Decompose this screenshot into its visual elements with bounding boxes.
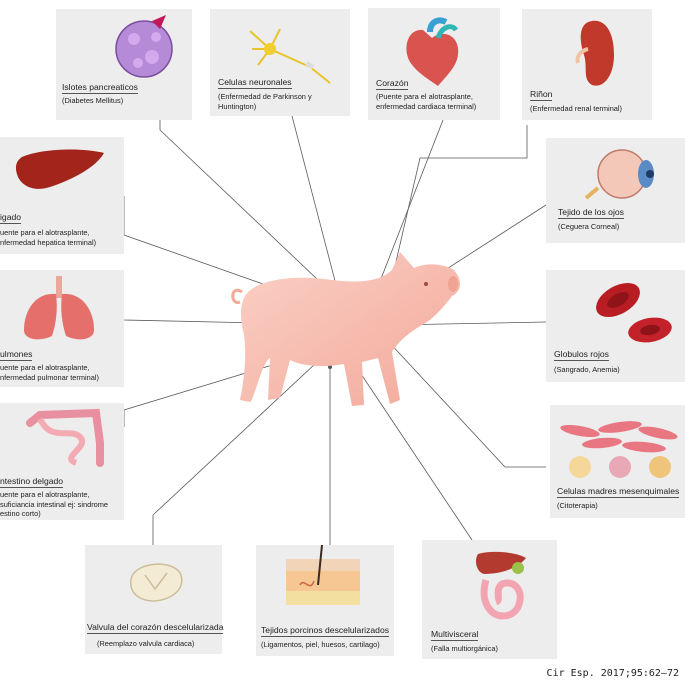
panel-tejido-ojos: Tejido de los ojos (Ceguera Corneal) — [546, 138, 685, 243]
panel-title: Corazón — [376, 78, 408, 90]
panel-title: Tejidos porcinos descelularizados — [261, 625, 389, 637]
panel-tejidos-porcinos: Tejidos porcinos descelularizados (Ligam… — [256, 545, 394, 656]
panel-title: Celulas madres mesenquimales — [557, 486, 679, 498]
panel-description: (Diabetes Mellitus) — [62, 96, 123, 106]
panel-multivisceral: Multivisceral (Falla multiorgánica) — [422, 540, 557, 659]
panel-title: Islotes pancreaticos — [62, 82, 138, 94]
panel-celulas-neuronales: Celulas neuronales (Enfermedad de Parkin… — [210, 9, 350, 116]
panel-title: igado — [0, 212, 21, 224]
panel-description: (Ceguera Corneal) — [558, 222, 619, 232]
panel-corazon: Corazón (Puente para el alotrasplante, e… — [368, 8, 500, 120]
panel-title: Globulos rojos — [554, 349, 609, 361]
panel-title: Tejido de los ojos — [558, 207, 624, 219]
pig-icon — [222, 240, 472, 415]
panel-valvula-corazon: Valvula del corazón descelularizada (Ree… — [85, 545, 222, 654]
panel-title: ulmones — [0, 349, 32, 361]
abdominal-organs-icon — [422, 540, 557, 659]
panel-title: ntestino delgado — [0, 476, 63, 488]
panel-description: (Ligamentos, piel, huesos, cartilago) — [261, 640, 380, 650]
panel-description: (Falla multiorgánica) — [431, 644, 498, 654]
panel-description: (Enfermedad renal terminal) — [530, 104, 622, 114]
panel-description: uente para el alotrasplante, suficiancia… — [0, 490, 108, 519]
panel-title: Multivisceral — [431, 629, 478, 641]
panel-intestino-delgado: ntestino delgado uente para el alotraspl… — [0, 403, 124, 520]
panel-description: (Enfermedad de Parkinson y Huntington) — [218, 92, 312, 111]
panel-pulmones: ulmones uente para el alotrasplante, nfe… — [0, 270, 124, 387]
panel-description: (Citoterapia) — [557, 501, 598, 511]
panel-description: uente para el alotrasplante, nfermedad h… — [0, 228, 96, 247]
panel-title: Celulas neuronales — [218, 77, 292, 89]
panel-celulas-mesenquimales: Celulas madres mesenquimales (Citoterapi… — [550, 405, 685, 518]
panel-higado: igado uente para el alotrasplante, nferm… — [0, 137, 124, 254]
panel-description: (Puente para el alotrasplante, enfermeda… — [376, 92, 476, 111]
panel-description: uente para el alotrasplante, nfermedad p… — [0, 363, 99, 382]
heart-valve-icon — [85, 545, 222, 654]
panel-description: (Sangrado, Anemia) — [554, 365, 620, 375]
panel-description: (Reemplazo valvula cardiaca) — [97, 639, 194, 649]
panel-title: Riñon — [530, 89, 552, 101]
panel-globulos-rojos: Globulos rojos (Sangrado, Anemia) — [546, 270, 685, 382]
citation: Cir Esp. 2017;95:62–72 — [547, 668, 679, 679]
panel-title: Valvula del corazón descelularizada — [87, 622, 223, 634]
panel-rinon: Riñon (Enfermedad renal terminal) — [522, 9, 652, 120]
panel-islotes-pancreaticos: Islotes pancreaticos (Diabetes Mellitus) — [56, 9, 192, 120]
